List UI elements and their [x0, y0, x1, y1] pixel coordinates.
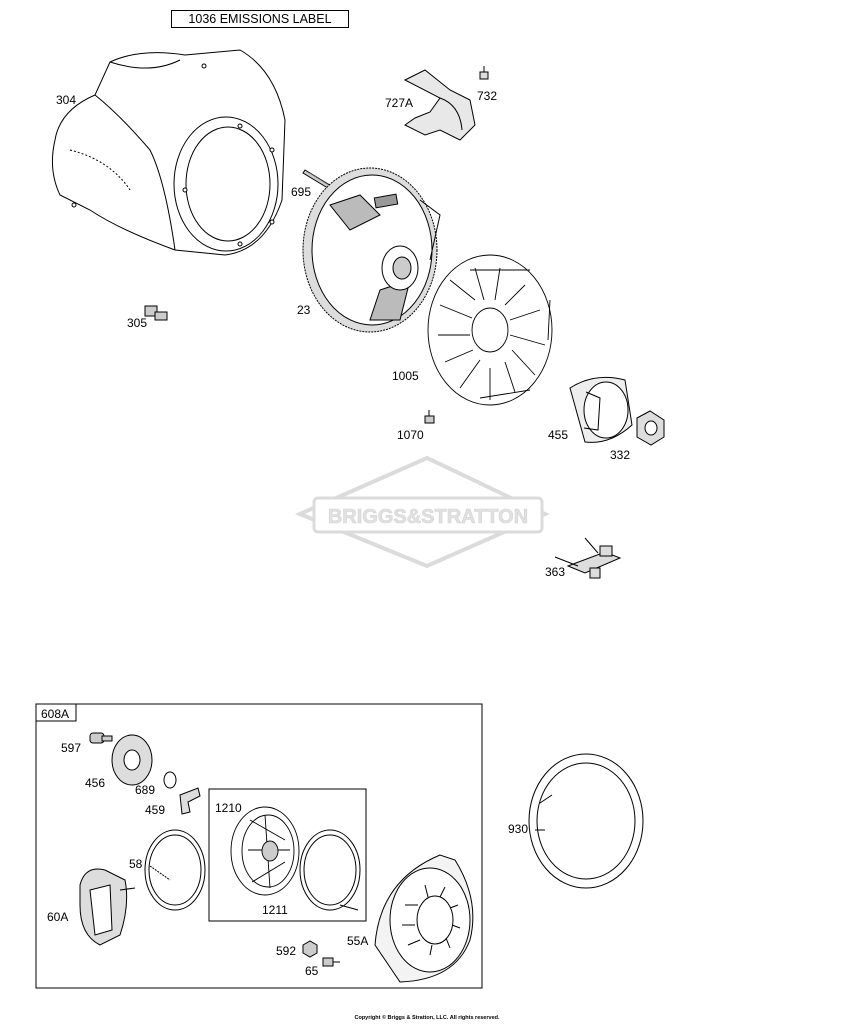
screw-597	[89, 732, 113, 744]
armature-363	[554, 537, 622, 579]
callout-727a: 727A	[385, 96, 414, 110]
callout-1005: 1005	[392, 369, 419, 383]
pulley-1210	[230, 806, 300, 896]
callout-930: 930	[508, 822, 529, 836]
watermark-text: BRIGGS&STRATTON	[328, 506, 528, 528]
spring-1211	[299, 829, 361, 911]
callout-55a: 55A	[347, 934, 369, 948]
callout-732: 732	[477, 89, 498, 103]
starter-cup-455	[569, 376, 633, 443]
nut-592	[302, 940, 318, 958]
callout-597: 597	[61, 741, 82, 755]
callout-1210: 1210	[215, 801, 242, 815]
callout-592: 592	[276, 944, 297, 958]
guard-930	[528, 753, 644, 889]
screw-65	[322, 957, 340, 967]
brand-watermark: BRIGGS&STRATTON	[294, 455, 550, 569]
callout-459: 459	[145, 803, 166, 817]
callout-23: 23	[297, 303, 311, 317]
callout-689: 689	[135, 783, 156, 797]
fan-1005	[427, 254, 553, 406]
bolt-305	[144, 305, 168, 321]
dog-459	[179, 787, 201, 815]
callout-332: 332	[610, 448, 631, 462]
flywheel-23	[302, 167, 441, 333]
recoil-starter-box	[35, 703, 483, 989]
callout-455: 455	[548, 428, 569, 442]
starter-housing-55a	[374, 854, 474, 983]
screw-732	[479, 66, 489, 80]
screw-1070	[424, 410, 435, 424]
rope-58	[144, 829, 206, 911]
pulley-kit-box	[208, 788, 367, 922]
retainer-456	[111, 734, 153, 786]
ring-689	[163, 771, 177, 789]
copyright-notice: Copyright © Briggs & Stratton, LLC. All …	[354, 1015, 500, 1021]
emissions-label-box: 1036 EMISSIONS LABEL	[171, 10, 349, 28]
callout-695: 695	[291, 185, 312, 199]
callout-1070: 1070	[397, 428, 424, 442]
callout-608a: 608A	[41, 707, 70, 721]
callout-305: 305	[127, 316, 148, 330]
emissions-label-text: 1036 EMISSIONS LABEL	[188, 12, 332, 26]
callout-60a: 60A	[47, 910, 69, 924]
callout-456: 456	[85, 776, 106, 790]
callout-58: 58	[129, 857, 143, 871]
nut-332	[636, 410, 665, 446]
callout-363: 363	[545, 565, 566, 579]
callout-304: 304	[56, 93, 77, 107]
bracket-727a	[403, 69, 476, 141]
callout-1211: 1211	[262, 903, 288, 917]
handle-60a	[79, 868, 136, 946]
blower-housing-304	[51, 49, 286, 256]
callout-65: 65	[305, 964, 319, 978]
